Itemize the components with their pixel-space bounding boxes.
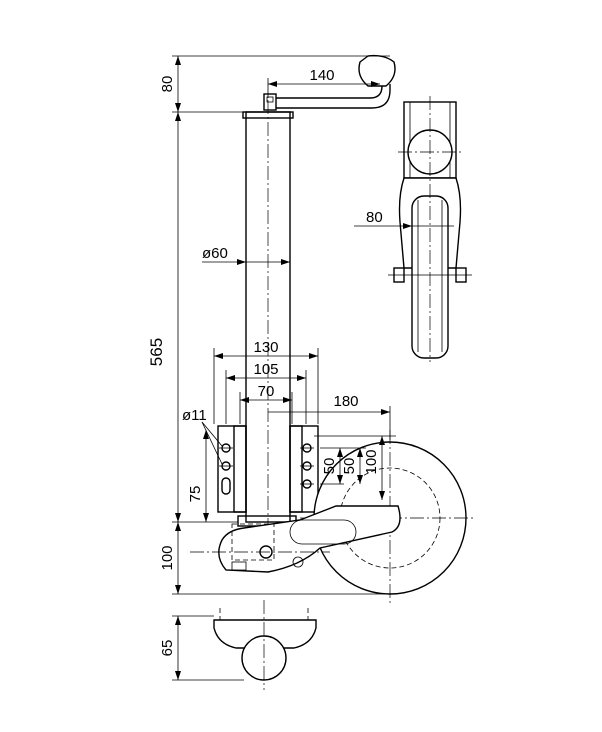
dim-plate-hole-spacing: 75 bbox=[187, 486, 204, 503]
dim-wheel-width: 80 bbox=[366, 209, 383, 226]
dim-hole-spacing-a: 50 bbox=[321, 458, 338, 475]
swing-arm bbox=[218, 505, 401, 573]
mounting-plate-left bbox=[217, 425, 247, 513]
dim-tube-diameter: ø60 bbox=[202, 245, 228, 262]
dim-hole-diameter: ø11 bbox=[182, 407, 207, 424]
clamp-view bbox=[213, 600, 317, 690]
plate-holes bbox=[219, 443, 314, 495]
dimension-arrows bbox=[175, 56, 412, 680]
dim-clamp-height: 65 bbox=[159, 640, 176, 657]
mounting-plate-right bbox=[289, 425, 319, 513]
front-view bbox=[190, 54, 476, 604]
dim-plate-width-inner: 70 bbox=[258, 383, 275, 400]
dimension-labels: 80 140 565 ø60 80 130 105 70 180 ø11 75 … bbox=[147, 67, 383, 656]
dim-top-height: 80 bbox=[159, 76, 176, 93]
dim-hole-spacing-b: 50 bbox=[341, 458, 358, 475]
dim-wheel-offset: 180 bbox=[333, 393, 358, 410]
dim-plate-width-outer: 130 bbox=[253, 339, 278, 356]
dim-wheel-diameter: 100 bbox=[363, 449, 380, 474]
dim-bottom-height: 100 bbox=[159, 545, 176, 570]
side-view bbox=[388, 96, 472, 362]
main-tube bbox=[242, 100, 294, 530]
dim-crank-length: 140 bbox=[309, 67, 334, 84]
dim-plate-width-mid: 105 bbox=[253, 361, 278, 378]
dim-tube-length: 565 bbox=[147, 338, 166, 366]
